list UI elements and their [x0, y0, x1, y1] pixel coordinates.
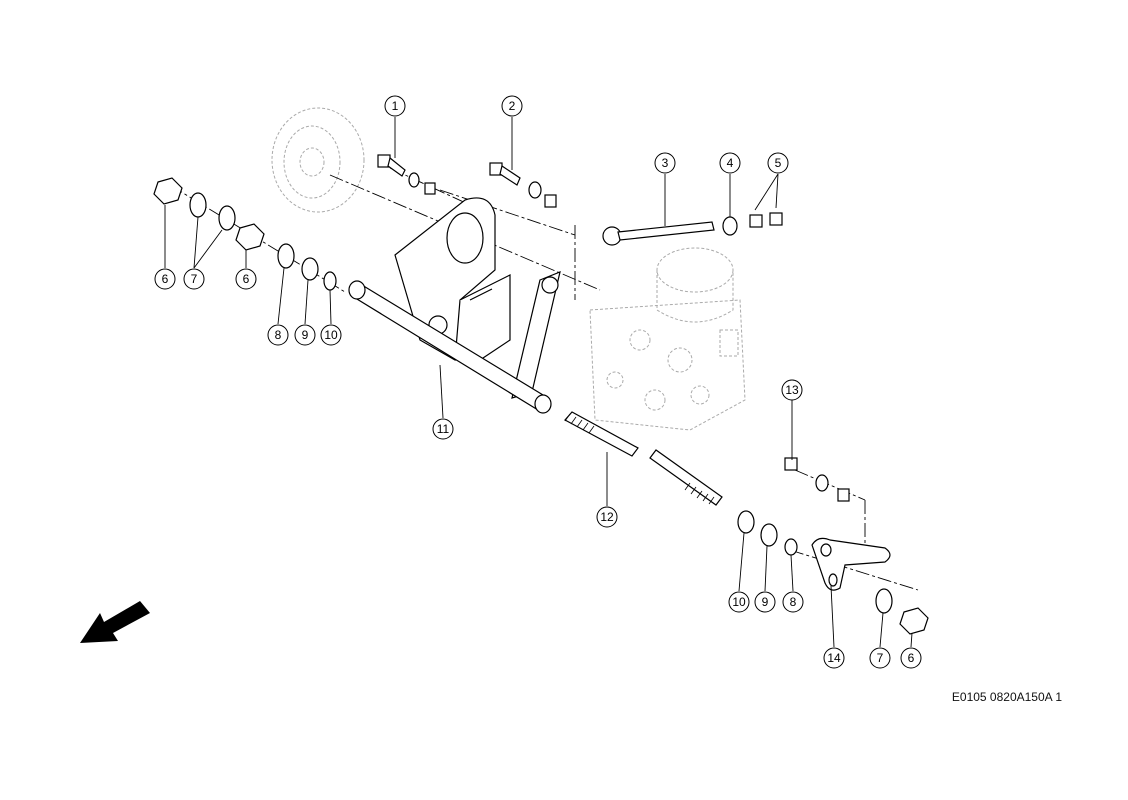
svg-text:6: 6	[162, 272, 169, 286]
svg-text:9: 9	[302, 328, 309, 342]
ghost-hydro-unit	[589, 247, 746, 431]
callout: 10	[728, 591, 750, 613]
callout: 7	[183, 268, 205, 290]
callout: 7	[869, 647, 891, 669]
svg-text:5: 5	[775, 156, 782, 170]
linkage-plate-part-14	[811, 537, 891, 591]
svg-text:10: 10	[324, 328, 338, 342]
callout: 5	[767, 152, 789, 174]
svg-text:3: 3	[662, 156, 669, 170]
rod-part-12	[564, 411, 723, 506]
svg-text:1: 1	[392, 99, 399, 113]
callout: 9	[754, 591, 776, 613]
svg-text:2: 2	[509, 99, 516, 113]
svg-text:12: 12	[600, 510, 614, 524]
svg-text:8: 8	[790, 595, 797, 609]
reference-code: E0105 0820A150A 1	[951, 690, 1062, 704]
bracket	[394, 197, 511, 361]
callout: 2	[501, 95, 523, 117]
svg-text:6: 6	[243, 272, 250, 286]
svg-text:7: 7	[191, 272, 198, 286]
callout: 11	[432, 418, 454, 440]
callout: 12	[596, 506, 618, 528]
svg-text:11: 11	[437, 422, 450, 436]
callout: 6	[900, 647, 922, 669]
callout: 8	[267, 324, 289, 346]
callout: 1	[384, 95, 406, 117]
lever-arm	[511, 271, 561, 399]
bolt-part-2	[489, 162, 521, 186]
washers-nuts	[153, 172, 929, 635]
callout: 6	[235, 268, 257, 290]
callout-leaders	[164, 117, 913, 648]
direction-arrow-icon	[80, 601, 150, 643]
ghost-wheel	[271, 107, 365, 213]
callout: 8	[782, 591, 804, 613]
callout: 9	[294, 324, 316, 346]
callout: 3	[654, 152, 676, 174]
svg-text:9: 9	[762, 595, 769, 609]
bolt-part-1	[377, 154, 406, 177]
callout: 14	[823, 647, 845, 669]
centerlines	[169, 167, 919, 591]
callout: 4	[719, 152, 741, 174]
svg-text:13: 13	[785, 383, 799, 397]
callouts: 1 2 3 4 5 6 7 6 8 9 10 11 12 13 10 9 8 1…	[154, 95, 922, 669]
svg-text:8: 8	[275, 328, 282, 342]
callout: 13	[781, 379, 803, 401]
svg-text:6: 6	[908, 651, 915, 665]
bolt-part-3	[602, 221, 715, 246]
svg-text:10: 10	[732, 595, 746, 609]
svg-text:7: 7	[877, 651, 884, 665]
callout: 6	[154, 268, 176, 290]
callout: 10	[320, 324, 342, 346]
svg-text:4: 4	[727, 156, 734, 170]
tube-part-11	[348, 280, 552, 414]
svg-text:14: 14	[827, 651, 841, 665]
